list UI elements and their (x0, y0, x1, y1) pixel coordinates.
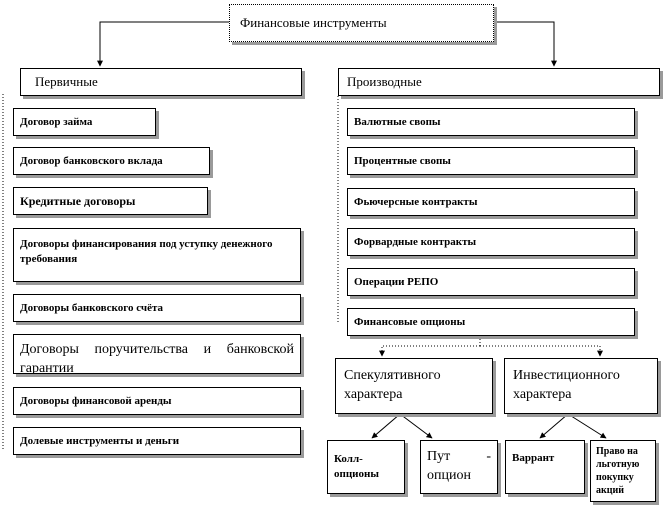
option-child-label: Колл-опционы (334, 453, 379, 480)
primary-item-deposit: Договор банковского вклада (13, 147, 210, 175)
primary-item-bank-account: Договоры банковского счёта (13, 294, 301, 322)
primary-item-label: Договоры финансирования под уступку дене… (20, 238, 273, 265)
primary-item-factoring: Договоры финансирования под уступку дене… (13, 228, 301, 282)
primary-header-label: Первичные (35, 74, 98, 90)
derivative-item-label: Финансовые опционы (354, 315, 466, 328)
arrow-to-preemptive (567, 413, 607, 439)
derivative-item-label: Операции РЕПО (354, 275, 439, 288)
derivative-item-label: Процентные свопы (354, 154, 451, 167)
primary-item-label: Договор займа (20, 115, 93, 128)
arrow-to-speculative (379, 345, 480, 357)
arrow-to-call (371, 413, 401, 439)
derivative-item-futures: Фьючерсные контракты (347, 188, 635, 216)
derivative-item-label: Валютные свопы (354, 115, 441, 128)
primary-item-equity: Долевые инструменты и деньги (13, 427, 301, 455)
option-category-investment: Инвестиционного характера (504, 358, 658, 414)
root-label: Финансовые инструменты (240, 15, 387, 31)
arrow-root-to-derivative (494, 21, 557, 67)
primary-item-leasing: Договоры финансовой аренды (13, 387, 301, 415)
derivative-item-label: Форвардные контракты (354, 235, 477, 248)
option-category-speculative: Спекулятивного характера (335, 358, 493, 414)
option-preemptive-right: Право на льготную покупку акций (590, 440, 656, 502)
primary-item-label: Кредитные договоры (20, 193, 136, 208)
primary-item-label: Договор банковского вклада (20, 154, 163, 167)
option-warrant: Варрант (505, 440, 585, 494)
option-call: Колл-опционы (327, 440, 405, 494)
derivative-item-repo: Операции РЕПО (347, 268, 635, 296)
derivative-item-interest-swaps: Процентные свопы (347, 147, 635, 175)
arrow-root-to-primary (97, 21, 229, 67)
primary-header: Первичные (20, 68, 302, 96)
root-node: Финансовые инструменты (229, 4, 494, 42)
arrow-to-warrant (539, 413, 569, 439)
option-category-label: Спекулятивного характера (344, 368, 441, 402)
primary-item-label: Договоры финансовой аренды (20, 394, 172, 407)
primary-item-label: Договоры поручительства и банковской гар… (20, 342, 294, 374)
option-child-label: Варрант (512, 452, 555, 464)
primary-item-loan: Договор займа (13, 108, 156, 136)
arrow-to-investment (480, 345, 603, 357)
derivative-item-label: Фьючерсные контракты (354, 195, 478, 208)
derivative-header: Производные (338, 68, 660, 96)
derivative-item-forwards: Форвардные контракты (347, 228, 635, 256)
option-category-label: Инвестиционного характера (513, 368, 620, 402)
primary-item-surety: Договоры поручительства и банковской гар… (13, 334, 301, 374)
option-child-label: Пут - опцион (427, 449, 491, 483)
derivative-item-currency-swaps: Валютные свопы (347, 108, 635, 136)
primary-item-credit: Кредитные договоры (13, 187, 208, 215)
derivative-item-options: Финансовые опционы (347, 308, 635, 336)
option-child-label: Право на льготную покупку акций (596, 446, 640, 496)
option-put: Пут - опцион (420, 440, 498, 494)
arrow-to-put (399, 413, 433, 439)
derivative-header-label: Производные (347, 74, 422, 90)
primary-item-label: Долевые инструменты и деньги (20, 434, 180, 447)
primary-item-label: Договоры банковского счёта (20, 301, 163, 314)
